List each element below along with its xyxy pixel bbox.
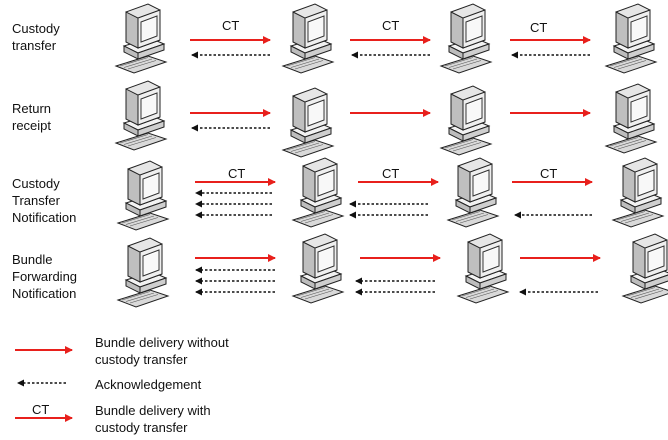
- computer-icon: [292, 233, 344, 304]
- computer-icon: [292, 157, 344, 228]
- computer-icon: [440, 85, 492, 156]
- computer-icon: [282, 3, 334, 74]
- legend-delivery-without-ct: Bundle delivery without custody transfer: [95, 335, 229, 367]
- legend-acknowledgement: Acknowledgement: [95, 377, 202, 392]
- computer-icon: [605, 3, 657, 74]
- computer-icon: [612, 157, 664, 228]
- computer-icon: [457, 233, 509, 304]
- legend-ct-tag: CT: [32, 402, 50, 417]
- ct-label: CT: [540, 166, 558, 181]
- ct-label: CT: [530, 20, 548, 35]
- computer-icon: [115, 80, 167, 151]
- computer-icon: [447, 157, 499, 228]
- row-label-custody-transfer-notification: Custody Transfer Notification: [12, 176, 77, 225]
- row-label-return-receipt: Return receipt: [12, 101, 52, 133]
- legend-delivery-with-ct: Bundle delivery with custody transfer: [95, 403, 211, 435]
- computer-icon: [440, 3, 492, 74]
- row-label-custody-transfer: Custody transfer: [12, 21, 60, 53]
- computer-icon: [282, 87, 334, 158]
- computer-icon: [115, 3, 167, 74]
- ct-label: CT: [228, 166, 246, 181]
- ct-label: CT: [222, 18, 240, 33]
- computer-icon: [622, 233, 668, 304]
- computer-icon: [117, 237, 169, 308]
- ct-label: CT: [382, 18, 400, 33]
- computer-icon: [117, 160, 169, 231]
- row-label-bundle-forwarding-notification: Bundle Forwarding Notification: [12, 252, 78, 301]
- ct-label: CT: [382, 166, 400, 181]
- computer-icon: [605, 83, 657, 154]
